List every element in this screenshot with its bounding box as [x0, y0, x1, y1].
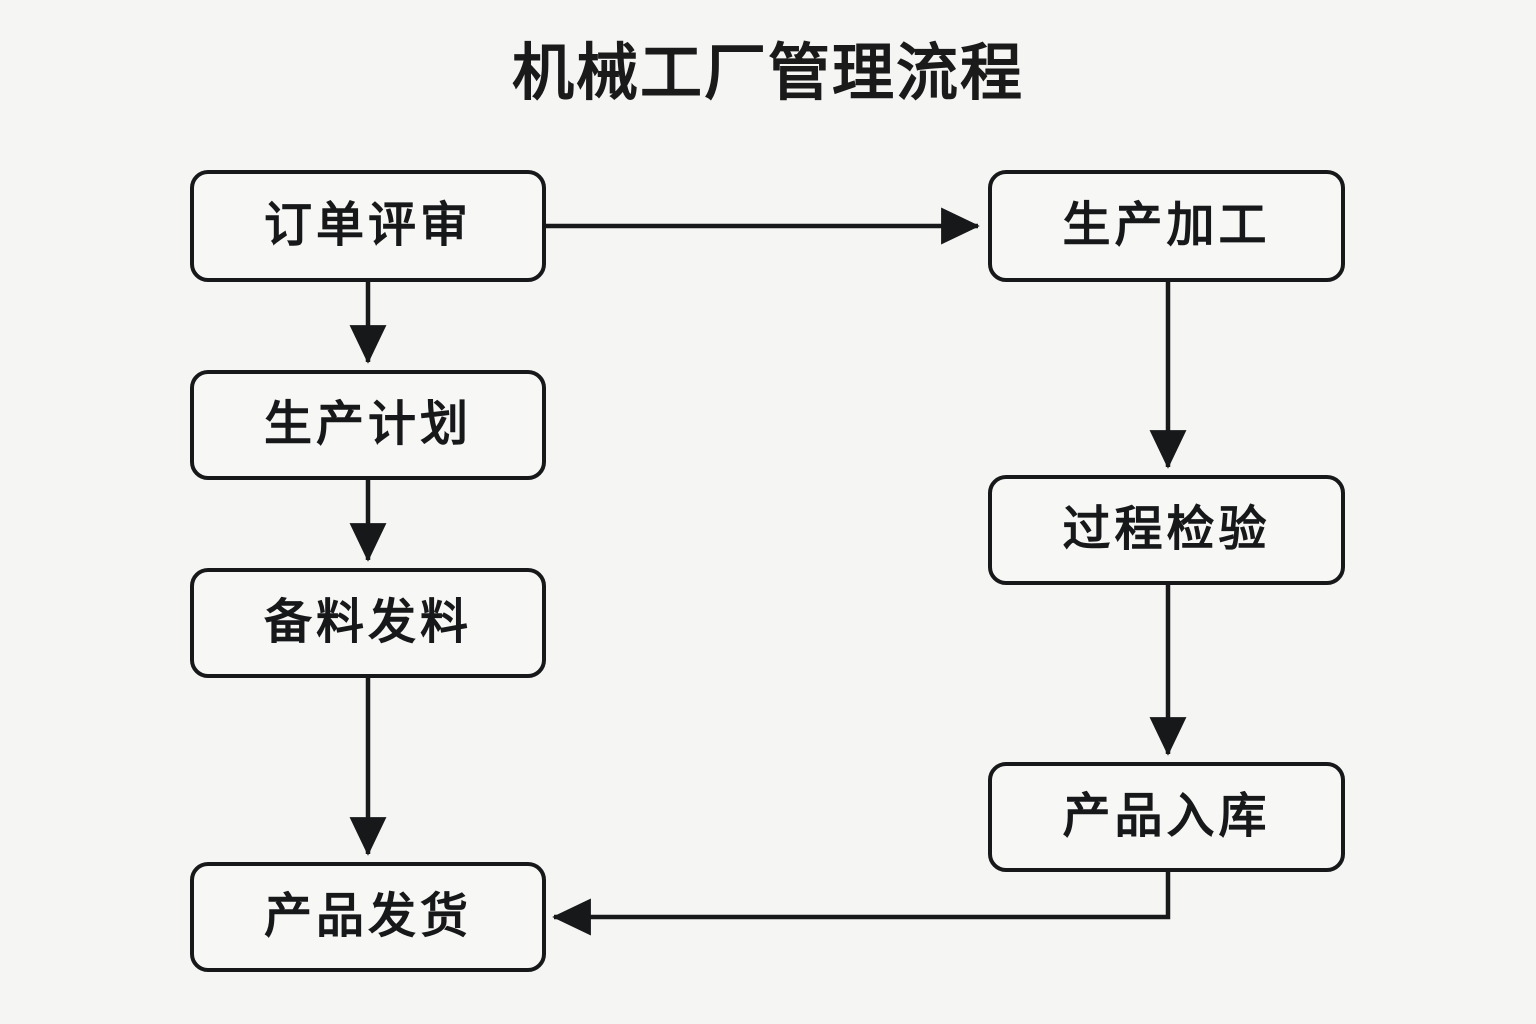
- node-label: 过程检验: [1062, 503, 1271, 556]
- page-title: 机械工厂管理流程: [511, 39, 1024, 108]
- node-order-review[interactable]: 订单评审: [190, 170, 546, 282]
- edge-product-storage-to-product-shipment: [552, 872, 1171, 936]
- node-label: 生产加工: [1062, 199, 1271, 252]
- node-label: 备料发料: [263, 596, 472, 649]
- node-production-process[interactable]: 生产加工: [988, 170, 1345, 282]
- node-process-inspect[interactable]: 过程检验: [988, 475, 1345, 585]
- node-label: 生产计划: [263, 398, 472, 451]
- node-label: 订单评审: [263, 199, 472, 252]
- node-material-prep[interactable]: 备料发料: [190, 568, 546, 678]
- node-production-plan[interactable]: 生产计划: [190, 370, 546, 480]
- node-product-shipment[interactable]: 产品发货: [190, 862, 546, 972]
- node-label: 产品发货: [263, 890, 472, 943]
- node-label: 产品入库: [1062, 790, 1271, 843]
- node-product-storage[interactable]: 产品入库: [988, 762, 1345, 872]
